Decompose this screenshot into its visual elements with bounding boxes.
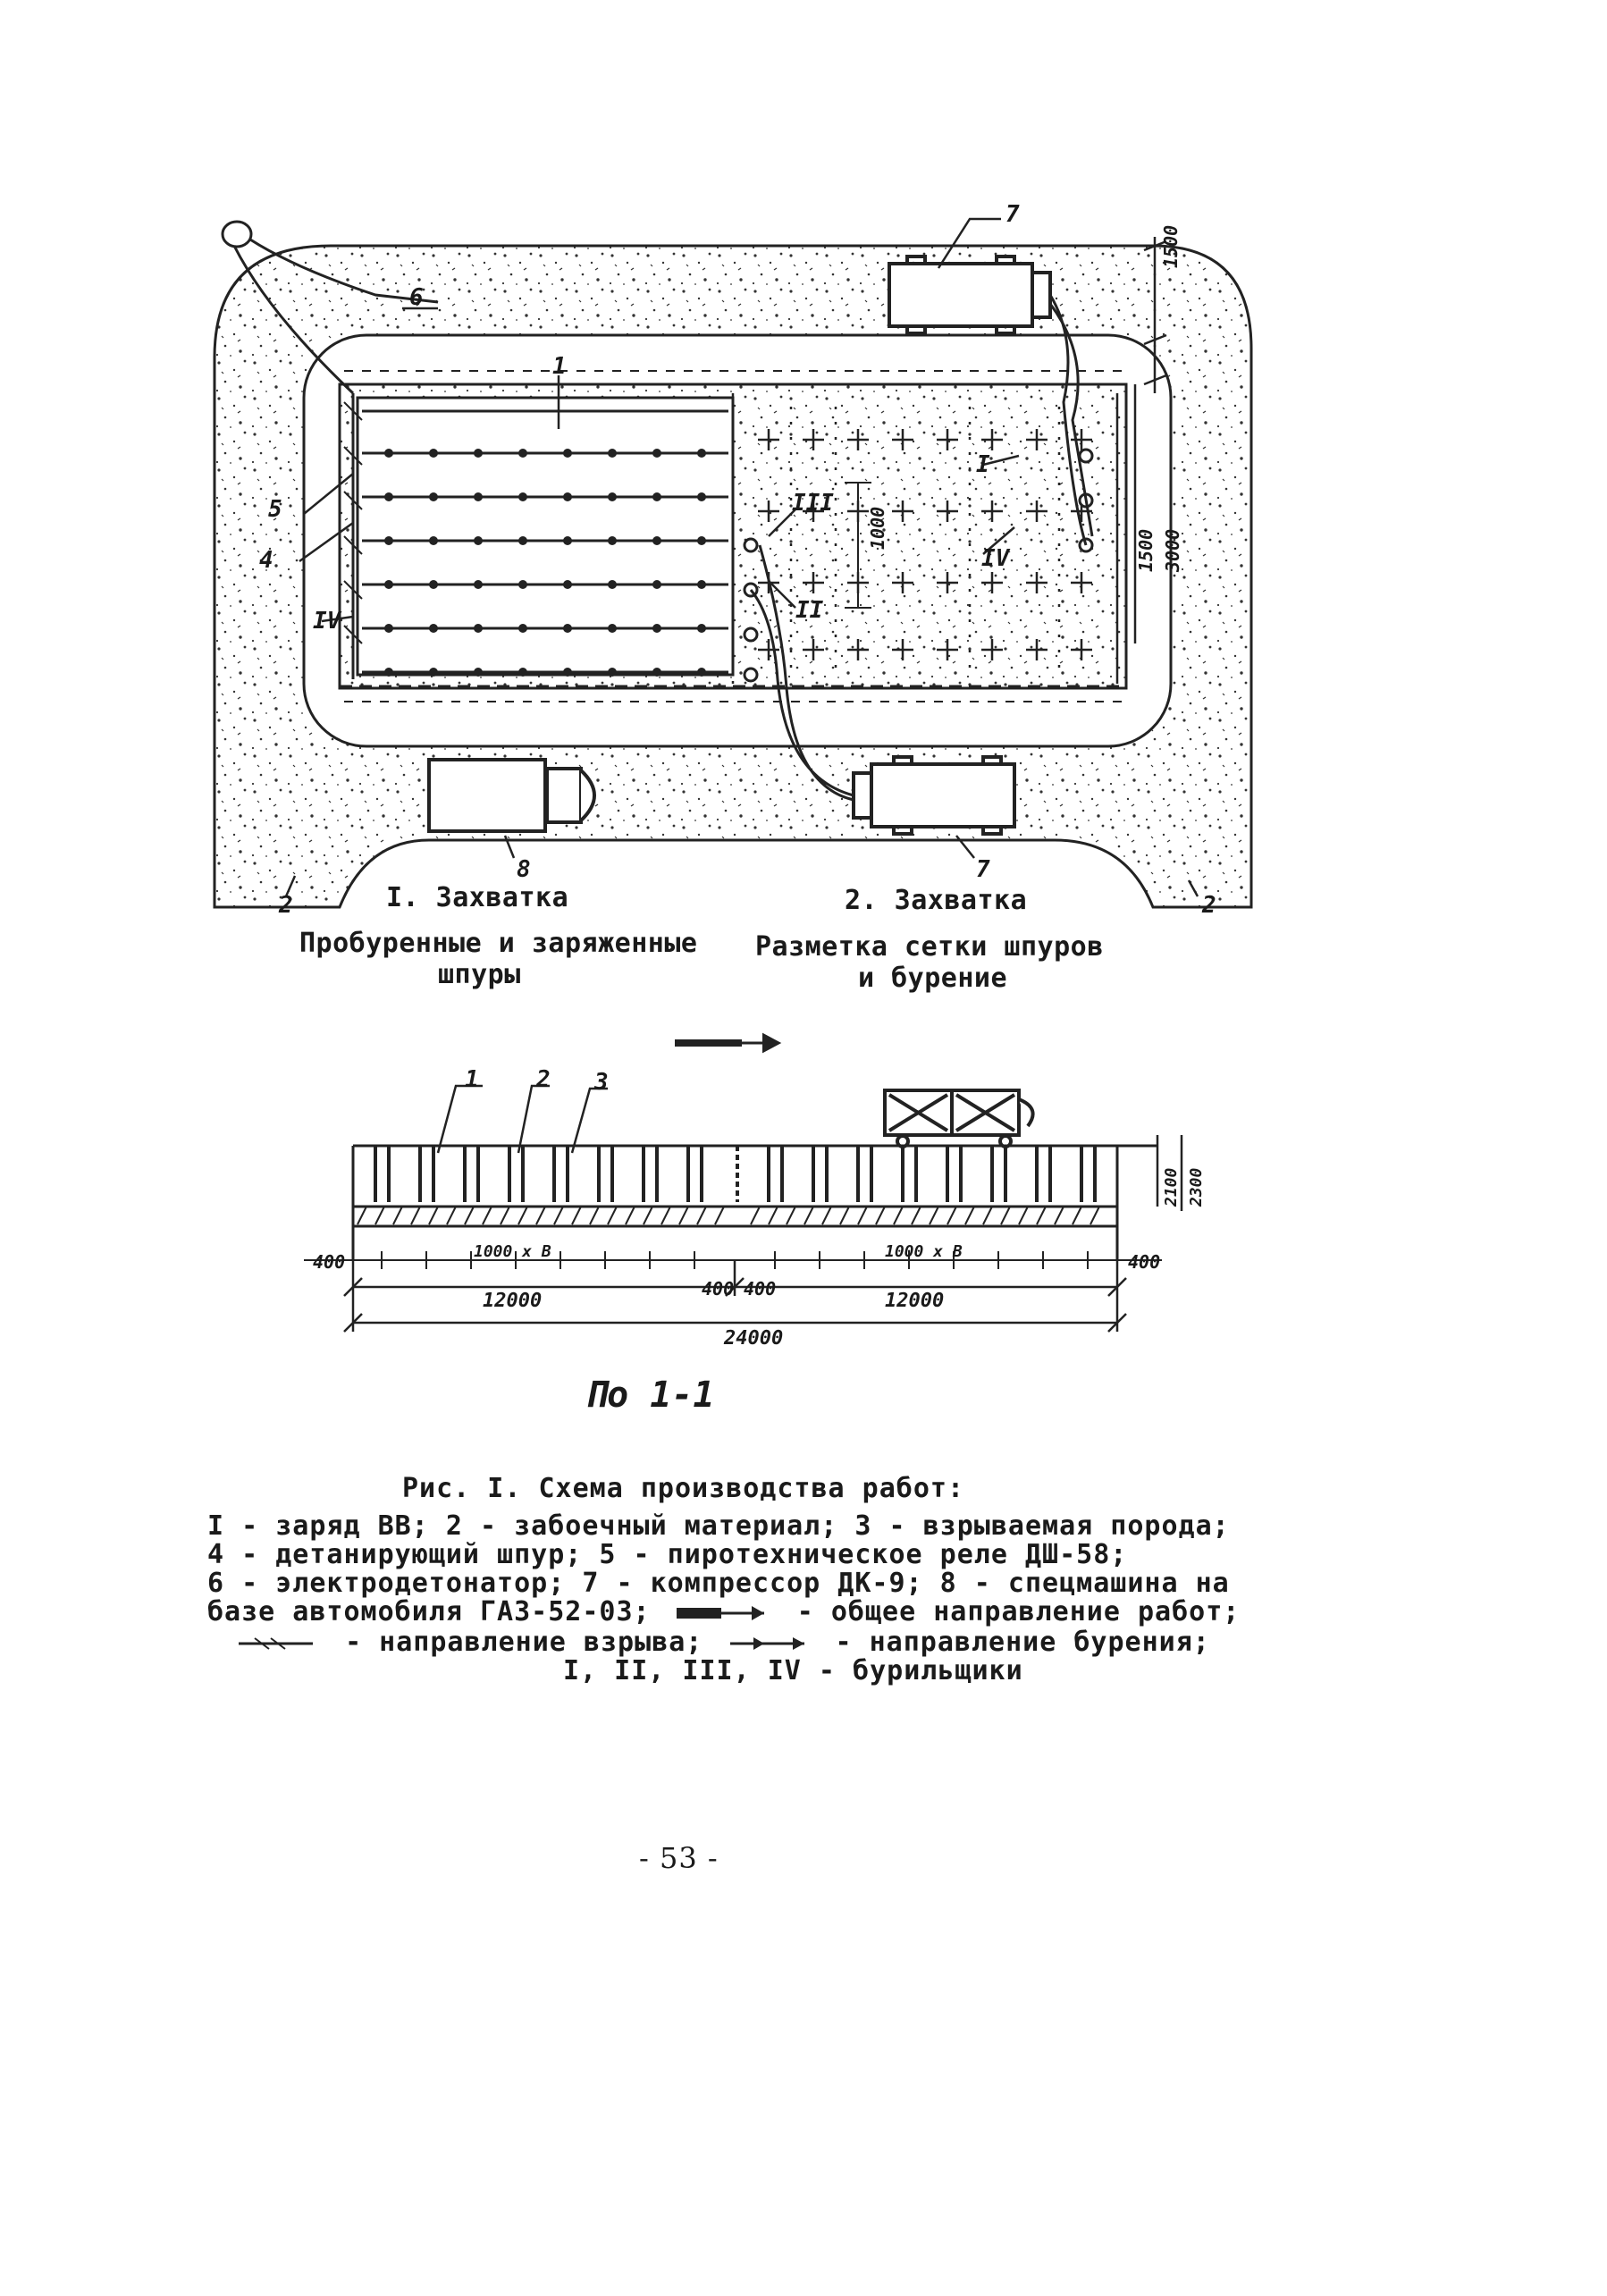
callout-6: 6 [409,284,424,311]
section-dim-mid-400a: 400 [702,1278,735,1299]
callout-2-right: 2 [1202,892,1216,919]
figure-title: Рис. I. Схема производства работ: [402,1473,965,1504]
zone2-caption-line2: и бурение [858,963,1008,994]
callout-7-top: 7 [1005,201,1020,228]
callout-IV-left: IV [313,608,341,635]
section-title: По 1-1 [585,1375,715,1416]
section-label-3: 3 [594,1069,609,1096]
section-dim-left-400: 400 [313,1251,346,1273]
legend-line-4: базе автомобиля ГАЗ-52-03; - общее напра… [207,1596,1240,1627]
section-depth-a: 2100 [1162,1167,1181,1207]
section-dim-right-400: 400 [1128,1251,1161,1273]
dim-1500-top: 1500 [1160,224,1182,268]
general-direction-icon [676,1605,764,1620]
callout-5: 5 [268,496,282,523]
legend-line-5: - направление взрыва; - направление буре… [237,1627,1210,1658]
zone1-charged-rows [343,393,728,679]
legend-line-2: 4 - детанирующий шпур; 5 - пиротехническ… [207,1539,1128,1570]
section-grid-left: 1000 x В [474,1242,551,1261]
legend-line-1: I - заряд ВВ; 2 - забоечный материал; 3 … [207,1510,1230,1542]
callout-2-left: 2 [279,892,293,919]
callout-I: I [976,451,990,478]
legend-line-4-text: базе автомобиля ГАЗ-52-03; [207,1596,651,1627]
callout-II: II [795,597,824,624]
section-dim-total: 24000 [724,1327,784,1350]
dim-1500-right: 1500 [1135,528,1157,572]
zone1-label: I. Захватка [386,882,569,913]
compressor-top [888,255,1052,335]
legend-line-5b-text: - направление бурения; [835,1627,1210,1658]
drilling-direction-icon [730,1636,805,1650]
legend-line-5-text: - направление взрыва; [345,1627,703,1658]
dim-3000: 3000 [1162,528,1183,572]
blasting-machine [221,220,439,395]
section-dim-span-left: 12000 [483,1290,543,1312]
callout-III: III [792,490,834,517]
section-drawing [304,1032,1183,1333]
zone2-caption-line1: Разметка сетки шпуров [755,931,1104,963]
section-grid-right: 1000 x В [885,1242,963,1261]
blast-direction-icon [239,1636,313,1650]
legend-line-4b-text: - общее направление работ; [796,1596,1241,1627]
section-label-1: 1 [465,1066,479,1093]
compressor-bottom [852,755,1016,836]
callout-IV-right: IV [981,545,1010,572]
section-label-2: 2 [536,1066,551,1093]
callout-7-bottom: 7 [976,856,990,883]
section-boreholes [374,1146,1097,1202]
section-compressor [883,1089,1035,1148]
zone1-caption-line2: шпуры [438,959,521,990]
legend-line-6: I, II, III, IV - бурильщики [563,1655,1023,1686]
work-direction-arrow [675,1032,782,1054]
rock-hatch [357,1206,1100,1225]
section-dim-mid-400b: 400 [744,1278,777,1299]
callout-1: 1 [552,353,567,380]
special-vehicle [427,758,596,833]
callout-4: 4 [259,547,273,574]
section-depth-b: 2300 [1187,1167,1206,1207]
callout-8: 8 [517,856,531,883]
page-number: - 53 - [639,1841,719,1875]
zone2-label: 2. Захватка [845,885,1028,916]
zone1-caption-line1: Пробуренные и заряженные [299,928,698,959]
dim-1000-zone2: 1000 [867,506,888,550]
section-dim-span-right: 12000 [885,1290,945,1312]
legend-line-3: 6 - электродетонатор; 7 - компрессор ДК-… [207,1568,1230,1599]
